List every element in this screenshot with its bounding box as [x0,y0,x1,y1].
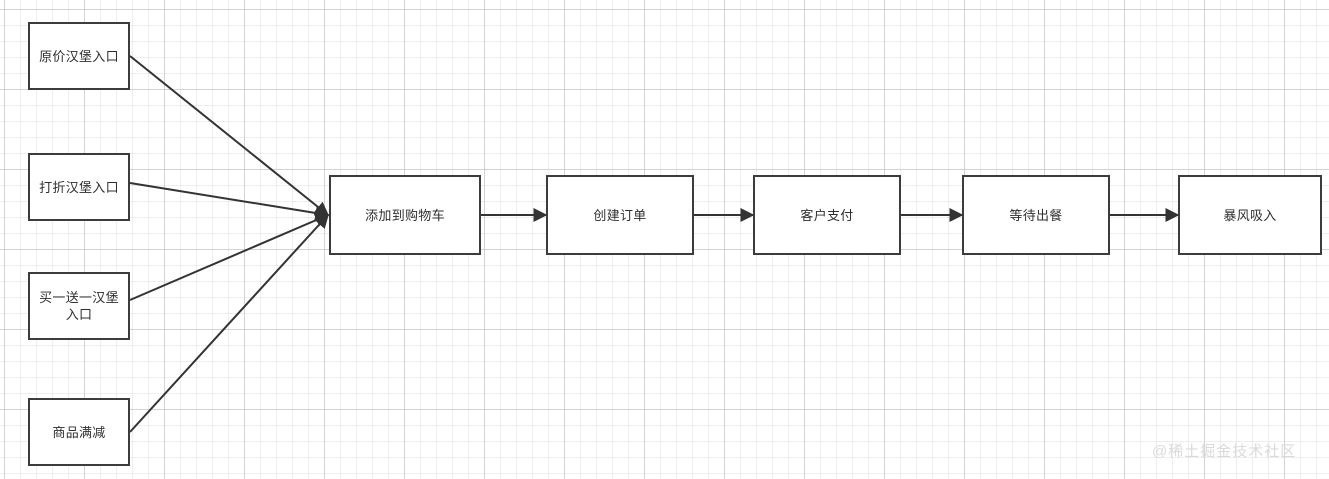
watermark: @稀土掘金技术社区 [1152,443,1297,460]
node-label: 客户支付 [800,207,854,223]
edge-threshold-to-cart [129,213,329,433]
flow-node-create-order[interactable]: 创建订单 [546,175,694,255]
node-label: 添加到购物车 [365,207,445,223]
node-label: 商品满减 [52,424,106,440]
node-label: 买一送一汉堡 入口 [39,290,119,322]
edge-discount-to-cart [129,182,330,220]
node-label: 原价汉堡入口 [39,48,119,64]
edge-bogo-to-cart [129,213,330,301]
edge-full-price-to-cart [129,55,330,216]
flow-node-wait-for-food[interactable]: 等待出餐 [962,175,1110,255]
entry-node-entry-threshold[interactable]: 商品满减 [28,398,130,466]
flow-node-devour[interactable]: 暴风吸入 [1178,175,1322,255]
flow-node-customer-pay[interactable]: 客户支付 [753,175,901,255]
converge-edge-group [129,55,330,433]
node-label: 打折汉堡入口 [39,179,119,195]
entry-node-entry-full-price[interactable]: 原价汉堡入口 [28,22,130,90]
node-label: 暴风吸入 [1223,207,1277,223]
entry-node-entry-discount[interactable]: 打折汉堡入口 [28,153,130,221]
node-label: 创建订单 [593,207,647,223]
entry-node-entry-bogo[interactable]: 买一送一汉堡 入口 [28,272,130,340]
flow-node-add-to-cart[interactable]: 添加到购物车 [329,175,481,255]
node-label: 等待出餐 [1009,207,1063,223]
